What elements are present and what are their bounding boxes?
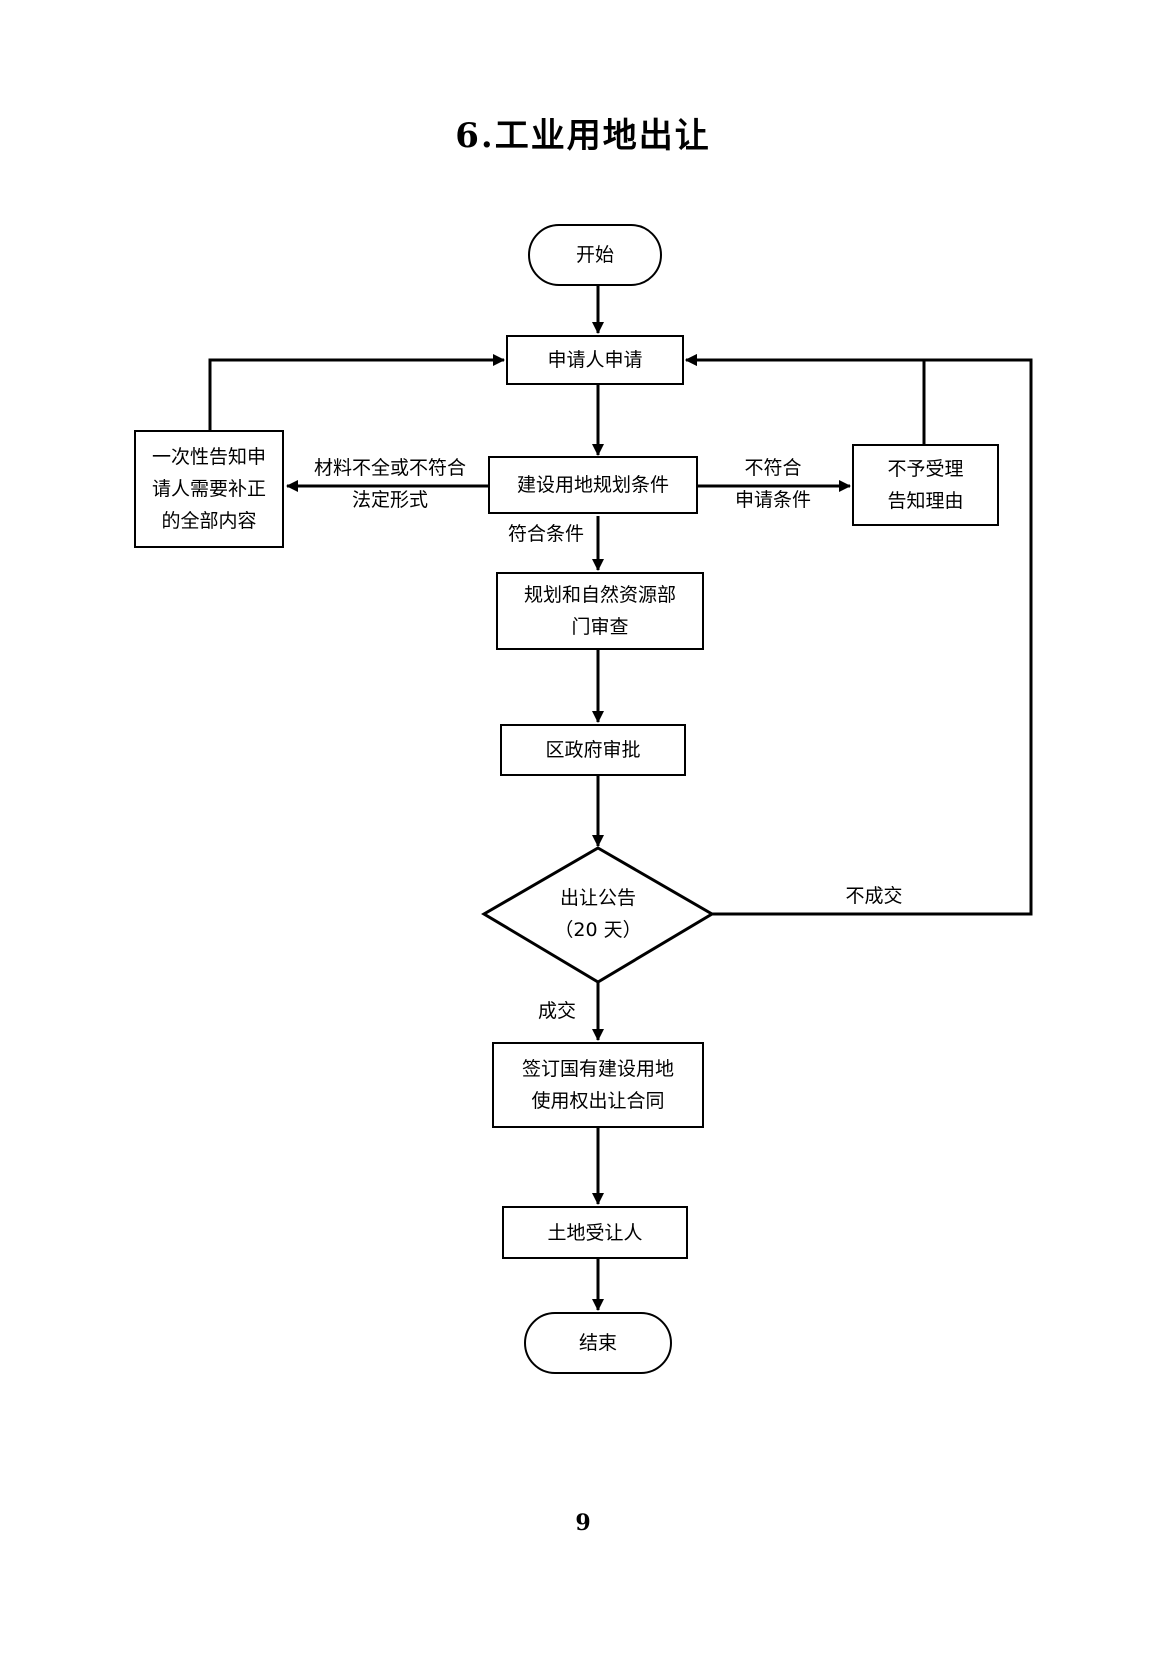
- page-number: 9: [575, 1510, 591, 1536]
- planning-conditions-label: 建设用地规划条件: [516, 474, 669, 496]
- reject-line-1: 不予受理: [887, 458, 964, 480]
- review-line-1: 规划和自然资源部: [523, 584, 676, 606]
- contract-node: 签订国有建设用地 使用权出让合同: [492, 1042, 704, 1128]
- incomplete-materials-label: 材料不全或不符合 法定形式: [300, 452, 480, 516]
- page-title: 6.工业用地出让: [455, 116, 711, 156]
- district-approval-node: 区政府审批: [500, 724, 686, 776]
- announcement-line-2: （20 天）: [554, 919, 642, 941]
- incomplete-line-2: 法定形式: [351, 489, 428, 511]
- not-eligible-line-2: 申请条件: [734, 489, 811, 511]
- notify-line-1: 一次性告知申: [151, 446, 266, 468]
- transferee-label: 土地受让人: [547, 1221, 643, 1244]
- announcement-line-1: 出让公告: [559, 887, 636, 909]
- deal-label: 成交: [537, 1000, 576, 1022]
- not-eligible-line-1: 不符合: [744, 457, 802, 479]
- apply-label: 申请人申请: [547, 349, 643, 371]
- contract-line-1: 签订国有建设用地: [521, 1058, 674, 1080]
- start-node: 开始: [528, 224, 662, 286]
- notify-supplement-node: 一次性告知申 请人需要补正 的全部内容: [134, 430, 284, 548]
- review-node: 规划和自然资源部 门审查: [496, 572, 704, 650]
- reject-node: 不予受理 告知理由: [852, 444, 999, 526]
- eligible-label: 符合条件: [507, 523, 584, 545]
- arrow-notify-to-apply: [208, 354, 505, 430]
- planning-conditions-node: 建设用地规划条件: [488, 456, 698, 514]
- notify-line-2: 请人需要补正: [151, 478, 266, 500]
- reject-line-2: 告知理由: [887, 490, 964, 512]
- review-line-2: 门审查: [571, 616, 629, 638]
- no-deal-label: 不成交: [845, 885, 903, 907]
- end-label: 结束: [578, 1332, 617, 1354]
- incomplete-line-1: 材料不全或不符合: [313, 457, 466, 479]
- start-label: 开始: [575, 244, 614, 266]
- apply-node: 申请人申请: [506, 335, 684, 385]
- contract-line-2: 使用权出让合同: [531, 1090, 665, 1112]
- end-node: 结束: [524, 1312, 672, 1374]
- not-eligible-label: 不符合 申请条件: [718, 452, 828, 516]
- decision-diamond: [481, 846, 715, 984]
- notify-line-3: 的全部内容: [161, 510, 257, 532]
- announcement-node: 出让公告 （20 天）: [520, 880, 676, 948]
- arrow-reject-to-apply: [685, 354, 926, 444]
- transferee-node: 土地受让人: [502, 1206, 688, 1259]
- arrow-announce-to-apply: [685, 354, 1033, 916]
- district-approval-label: 区政府审批: [545, 739, 641, 761]
